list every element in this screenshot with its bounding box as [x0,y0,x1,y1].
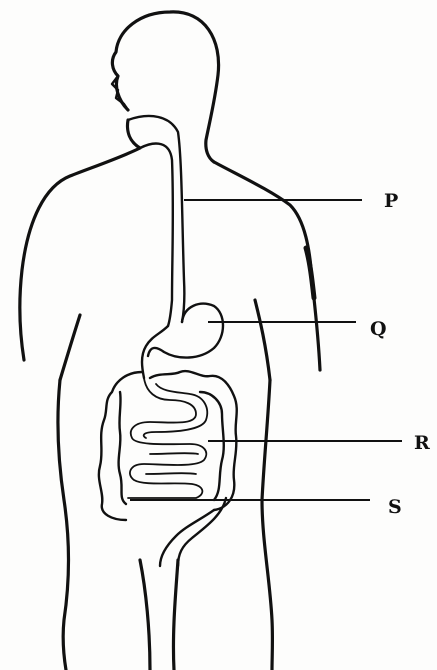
label-p: P [384,190,398,212]
label-q: Q [370,318,387,340]
label-r: R [414,432,430,454]
body-outline [20,12,320,670]
rectum [160,498,226,566]
small-intestine [128,378,207,498]
label-s: S [388,496,402,518]
